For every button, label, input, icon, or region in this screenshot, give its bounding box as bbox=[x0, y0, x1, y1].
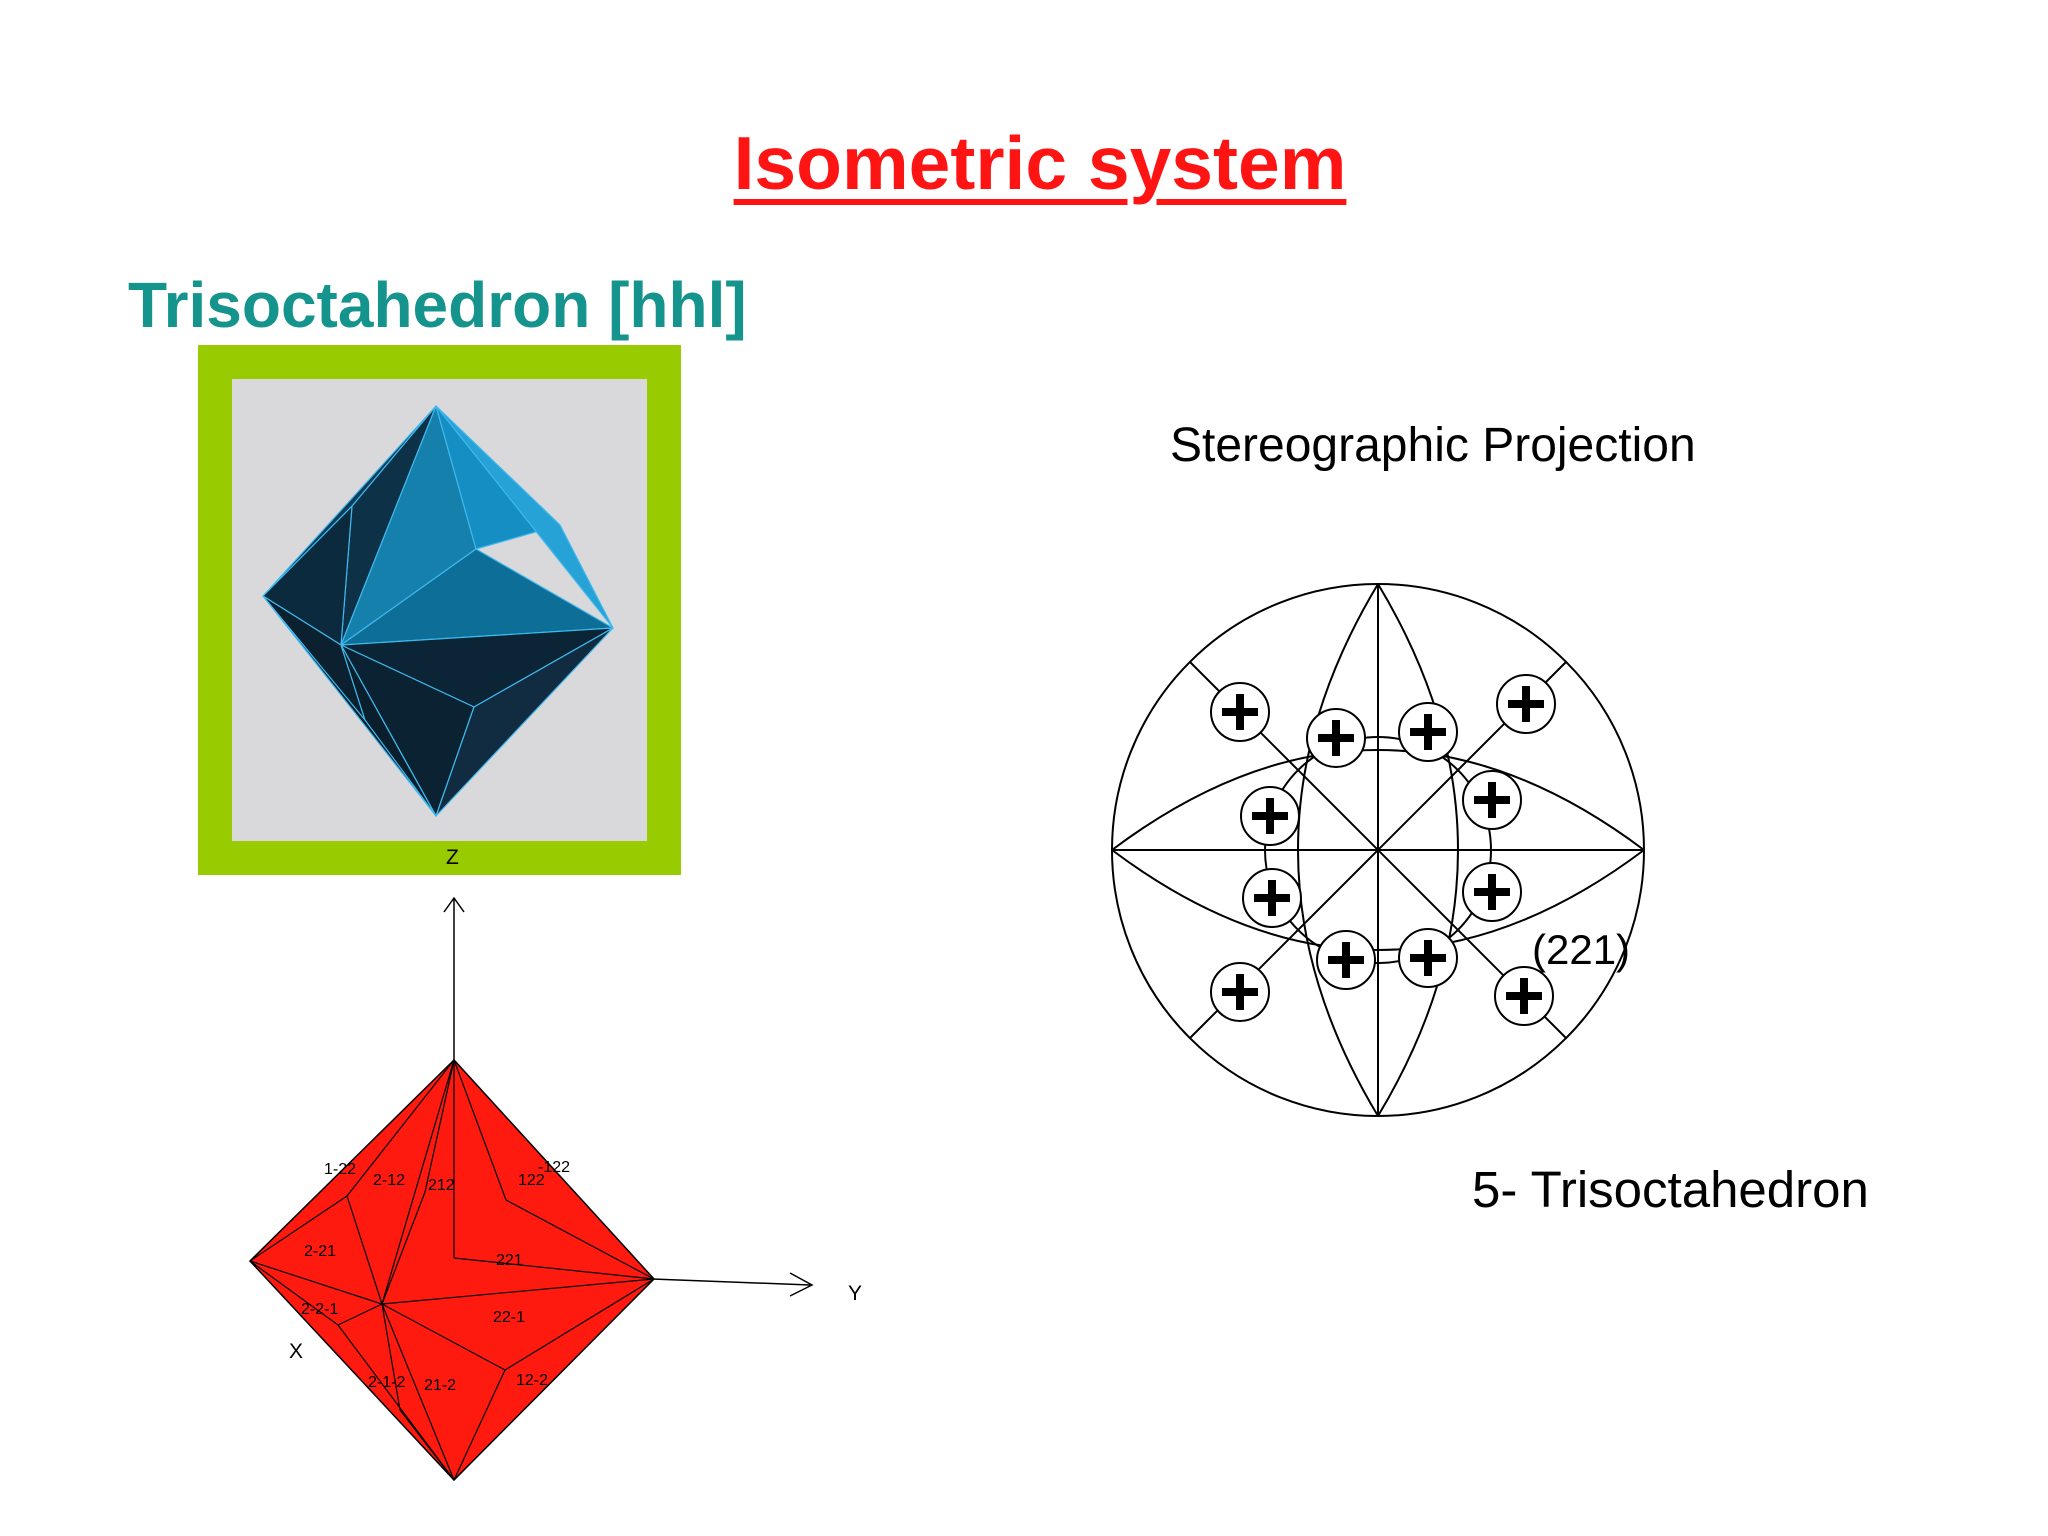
pole-marker bbox=[1210, 962, 1270, 1022]
y-axis-label: Y bbox=[848, 1282, 862, 1305]
pole-221-label: (221) bbox=[1532, 926, 1630, 973]
great-circle-bottom bbox=[1111, 849, 1645, 951]
pole-marker bbox=[1462, 862, 1522, 922]
face-label: 2-12 bbox=[373, 1172, 405, 1189]
pole-markers bbox=[1210, 674, 1556, 1026]
face-label: 212 bbox=[428, 1177, 455, 1194]
pole-marker bbox=[1242, 868, 1302, 928]
form-subtitle: Trisoctahedron [hhl] bbox=[128, 269, 747, 341]
face-label: 2-2-1 bbox=[301, 1301, 338, 1318]
face-label: 2-1-2 bbox=[368, 1374, 405, 1391]
great-circle-left bbox=[1297, 583, 1379, 1117]
red-crystal-body bbox=[248, 1058, 656, 1482]
red-trisoctahedron-diagram: Z Y X bbox=[248, 846, 862, 1482]
trisoctahedron-caption: 5- Trisoctahedron bbox=[1472, 1161, 1869, 1218]
face-label: 12-2 bbox=[516, 1372, 548, 1389]
y-axis-arrow bbox=[789, 1272, 814, 1297]
pole-marker bbox=[1398, 928, 1458, 988]
pole-marker bbox=[1496, 674, 1556, 734]
pole-marker bbox=[1306, 708, 1366, 768]
x-axis-label: X bbox=[289, 1340, 303, 1363]
face-label: -122 bbox=[538, 1159, 570, 1176]
face-label: 22-1 bbox=[493, 1309, 525, 1326]
stereographic-projection bbox=[1111, 583, 1645, 1117]
y-axis bbox=[651, 1278, 811, 1286]
face-label: 122 bbox=[518, 1172, 545, 1189]
z-axis-label: Z bbox=[446, 846, 459, 869]
face-label: 1-22 bbox=[324, 1161, 356, 1178]
slide-title: Isometric system bbox=[733, 121, 1347, 205]
face-label: 2-21 bbox=[304, 1243, 336, 1260]
crystal-render-panel bbox=[198, 345, 681, 875]
great-circle-top bbox=[1111, 749, 1645, 851]
great-circle-right bbox=[1377, 583, 1459, 1117]
pole-marker bbox=[1494, 966, 1554, 1026]
z-axis-arrow bbox=[443, 896, 465, 913]
stereographic-projection-label: Stereographic Projection bbox=[1170, 419, 1696, 472]
face-label: 21-2 bbox=[424, 1377, 456, 1394]
pole-marker bbox=[1398, 702, 1458, 762]
pole-marker bbox=[1210, 682, 1270, 742]
face-label: 221 bbox=[496, 1252, 523, 1269]
inner-small-circle bbox=[1264, 736, 1492, 964]
pole-marker bbox=[1240, 786, 1300, 846]
blue-trisoctahedron bbox=[262, 405, 614, 817]
pole-marker bbox=[1316, 930, 1376, 990]
pole-marker bbox=[1462, 770, 1522, 830]
face-index-labels: 1-22 2-12 212 122 -122 2-21 221 2-2-1 22… bbox=[301, 1159, 570, 1394]
red-crystal-edges bbox=[249, 1059, 655, 1481]
